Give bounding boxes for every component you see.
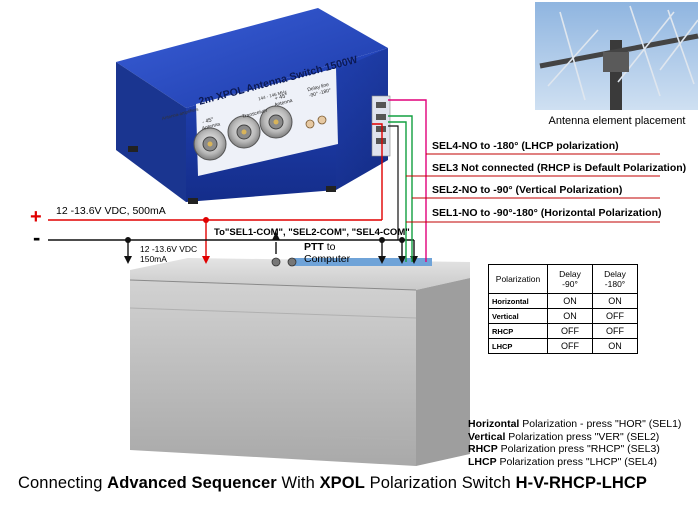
table-row: LHCP OFF ON <box>489 339 638 354</box>
caption-part: With <box>277 474 320 492</box>
legend-item-bold: Horizontal <box>468 418 519 430</box>
caption-part: Polarization Switch <box>365 474 516 492</box>
table-row: Vertical ON OFF <box>489 309 638 324</box>
ptt-bold: PTT <box>304 241 324 253</box>
ptt-line2: Computer <box>304 253 350 265</box>
table-cell: OFF <box>593 324 638 339</box>
table-header: Delay-90° <box>548 265 593 294</box>
legend-item-text: Polarization - press "HOR" (SEL1) <box>519 418 681 430</box>
n-connector-minus45 <box>194 128 226 160</box>
table-cell: ON <box>593 294 638 309</box>
legend-item: Horizontal Polarization - press "HOR" (S… <box>468 418 681 431</box>
advanced-sequencer-box <box>130 258 470 466</box>
table-cell: Vertical <box>489 309 548 324</box>
table-row: RHCP OFF OFF <box>489 324 638 339</box>
ptt-label: PTT to <box>304 241 336 253</box>
com-label: To"SEL1-COM", "SEL2-COM", "SEL4-COM" <box>214 227 410 238</box>
table-cell: ON <box>548 309 593 324</box>
table-cell: OFF <box>593 309 638 324</box>
table-cell: ON <box>548 294 593 309</box>
table-cell: ON <box>593 339 638 354</box>
diagram-caption: Connecting Advanced Sequencer With XPOL … <box>18 474 647 493</box>
sel1-label: SEL1-NO to -90°-180° (Horizontal Polariz… <box>432 207 662 219</box>
sequencer-supply-2: 150mA <box>140 254 167 264</box>
sel2-label: SEL2-NO to -90° (Vertical Polarization) <box>432 184 622 196</box>
ptt-rest: to <box>324 241 336 253</box>
table-header: Polarization <box>489 265 548 294</box>
polarization-legend: Horizontal Polarization - press "HOR" (S… <box>468 418 681 468</box>
legend-item-text: Polarization press "LHCP" (SEL4) <box>497 456 657 468</box>
table-cell: OFF <box>548 324 593 339</box>
caption-bold: XPOL <box>320 474 365 492</box>
legend-item-text: Polarization press "RHCP" (SEL3) <box>498 443 660 455</box>
table-header: Delay-180° <box>593 265 638 294</box>
caption-bold: Advanced Sequencer <box>107 474 277 492</box>
legend-item: LHCP Polarization press "LHCP" (SEL4) <box>468 456 681 469</box>
legend-item-text: Polarization press "VER" (SEL2) <box>505 431 659 443</box>
caption-part: Connecting <box>18 474 107 492</box>
table-cell: Horizontal <box>489 294 548 309</box>
table-cell: RHCP <box>489 324 548 339</box>
sel3-label: SEL3 Not connected (RHCP is Default Pola… <box>432 162 686 174</box>
table-header-text: Delay-180° <box>604 269 626 289</box>
legend-item-bold: RHCP <box>468 443 498 455</box>
table-header-row: Polarization Delay-90° Delay-180° <box>489 265 638 294</box>
legend-item: RHCP Polarization press "RHCP" (SEL3) <box>468 443 681 456</box>
antenna-photo-caption: Antenna element placement <box>549 115 686 127</box>
antenna-photo <box>535 2 698 110</box>
xpol-switch-box <box>116 8 390 204</box>
legend-item: Vertical Polarization press "VER" (SEL2) <box>468 431 681 444</box>
table-cell: OFF <box>548 339 593 354</box>
sel4-label: SEL4-NO to -180° (LHCP polarization) <box>432 140 619 152</box>
supply-label: 12 -13.6V VDC, 500mA <box>56 205 166 217</box>
n-connector-transceiver <box>228 116 260 148</box>
minus-sign: - <box>33 225 40 251</box>
table-header-text: Delay-90° <box>559 269 581 289</box>
sequencer-supply-1: 12 -13.6V VDC <box>140 244 197 254</box>
caption-bold: H-V-RHCP-LHCP <box>516 474 647 492</box>
legend-item-bold: Vertical <box>468 431 505 443</box>
table-cell: LHCP <box>489 339 548 354</box>
legend-item-bold: LHCP <box>468 456 497 468</box>
polarization-table: Polarization Delay-90° Delay-180° Horizo… <box>488 264 638 354</box>
table-row: Horizontal ON ON <box>489 294 638 309</box>
